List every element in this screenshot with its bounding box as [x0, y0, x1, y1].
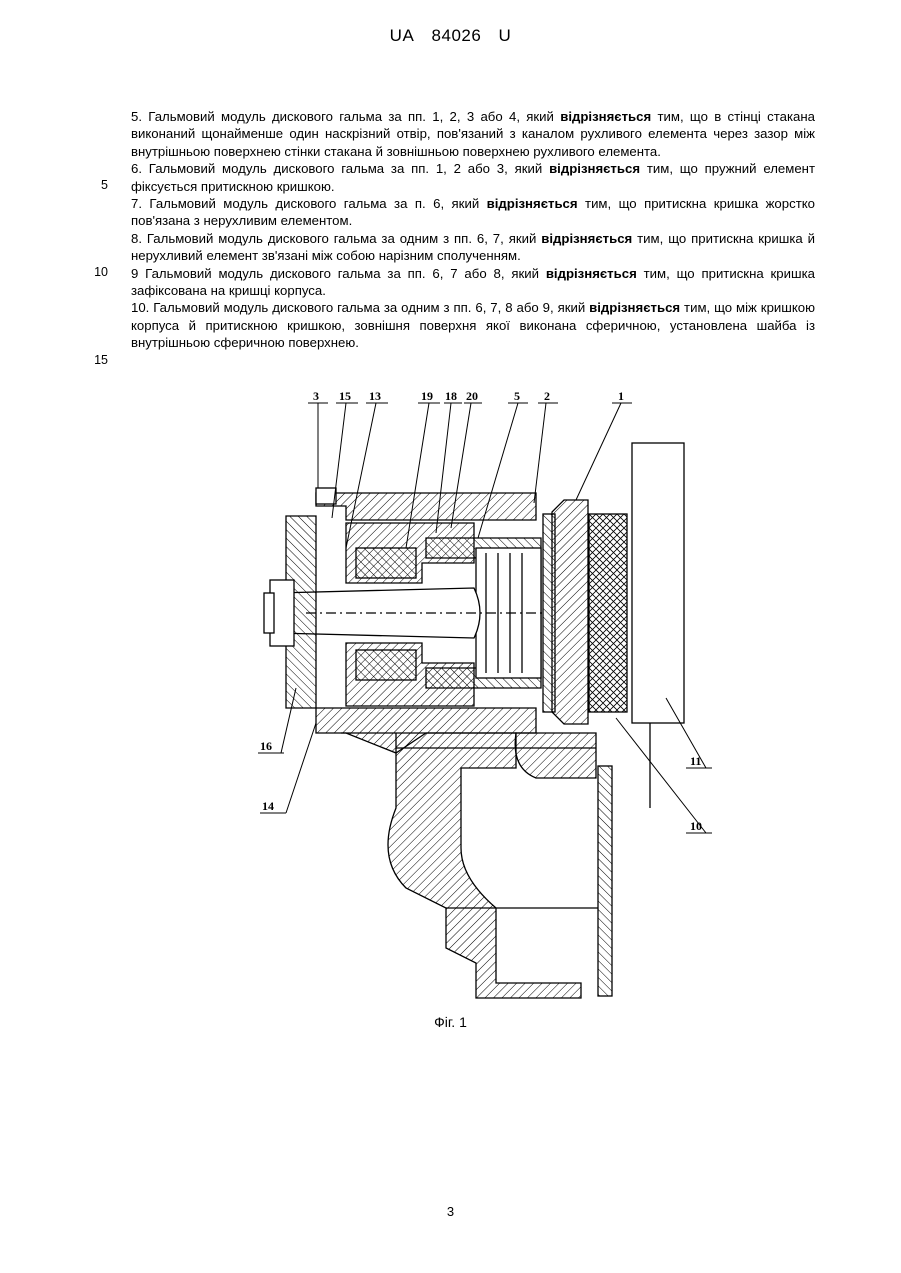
label-16: 16 [260, 739, 272, 753]
figure-caption: Фіг. 1 [0, 1014, 901, 1030]
leader-1 [576, 403, 621, 500]
label-20: 20 [466, 389, 478, 403]
label-15: 15 [339, 389, 351, 403]
line-number-15: 15 [86, 353, 108, 367]
label-2: 2 [544, 389, 550, 403]
friction-pad [589, 514, 627, 712]
header-kind: U [499, 26, 512, 45]
label-19: 19 [421, 389, 433, 403]
label-14: 14 [262, 799, 274, 813]
claim-7: 7. Гальмовий модуль дискового гальма за … [131, 195, 815, 230]
pad-holder-1 [552, 500, 588, 724]
brake-module-drawing: 3 15 13 19 18 20 5 2 1 16 14 11 10 [246, 388, 726, 1008]
page-number: 3 [0, 1204, 901, 1219]
label-3: 3 [313, 389, 319, 403]
label-5: 5 [514, 389, 520, 403]
header-number: 84026 [432, 26, 482, 45]
label-11: 11 [690, 754, 701, 768]
line-number-5: 5 [86, 178, 108, 192]
piston-2 [543, 514, 555, 712]
header-country: UA [390, 26, 415, 45]
label-1: 1 [618, 389, 624, 403]
label-13: 13 [369, 389, 381, 403]
claims-section: 5. Гальмовий модуль дискового гальма за … [131, 108, 815, 352]
leader-2 [534, 403, 546, 503]
label-18: 18 [445, 389, 457, 403]
rail-part-11 [632, 443, 684, 723]
patent-header: UA 84026 U [0, 26, 901, 46]
claim-10: 10. Гальмовий модуль дискового гальма за… [131, 299, 815, 351]
housing-top [316, 493, 536, 520]
claim-6: 6. Гальмовий модуль дискового гальма за … [131, 160, 815, 195]
claim-5: 5. Гальмовий модуль дискового гальма за … [131, 108, 815, 160]
side-plate [598, 766, 612, 996]
claim-9: 9 Гальмовий модуль дискового гальма за п… [131, 265, 815, 300]
label-10: 10 [690, 819, 702, 833]
line-number-10: 10 [86, 265, 108, 279]
leader-10 [616, 718, 706, 833]
claim-8: 8. Гальмовий модуль дискового гальма за … [131, 230, 815, 265]
leader-14 [286, 723, 316, 813]
